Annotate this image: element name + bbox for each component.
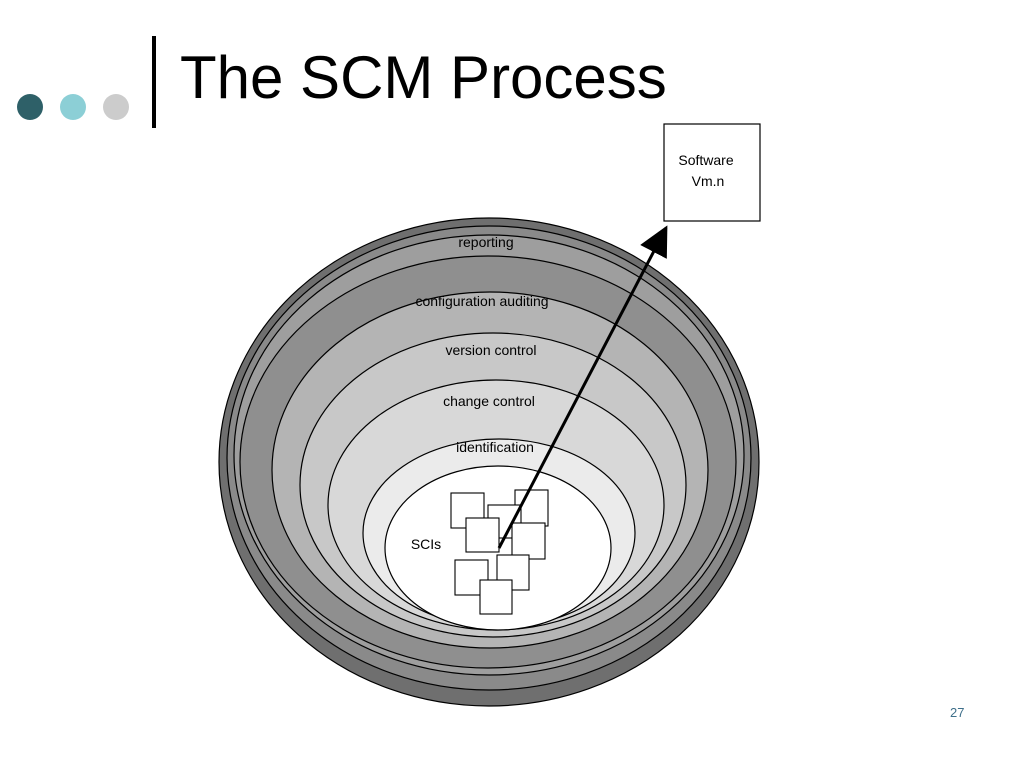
label-scis: SCIs: [411, 536, 441, 552]
label-version-control: version control: [445, 342, 536, 358]
decor-dot-dark: [17, 94, 43, 120]
label-configuration-auditing: configuration auditing: [415, 293, 548, 309]
label-reporting: reporting: [458, 234, 513, 250]
sci-item: [465, 517, 500, 553]
decor-dot-gray: [103, 94, 129, 120]
version-label: Vm.n: [692, 173, 725, 189]
title-divider: [152, 36, 156, 128]
sci-items: [450, 489, 549, 615]
software-label: Software: [678, 152, 733, 168]
label-identification: identification: [456, 439, 534, 455]
page-number: 27: [950, 705, 965, 720]
release-arrow: [497, 225, 668, 549]
decor-dot-teal: [60, 94, 86, 120]
label-change-control: change control: [443, 393, 535, 409]
sci-item: [511, 522, 546, 560]
software-version-box: [663, 123, 761, 222]
slide-title: The SCM Process: [180, 44, 667, 111]
sci-item: [479, 579, 513, 615]
